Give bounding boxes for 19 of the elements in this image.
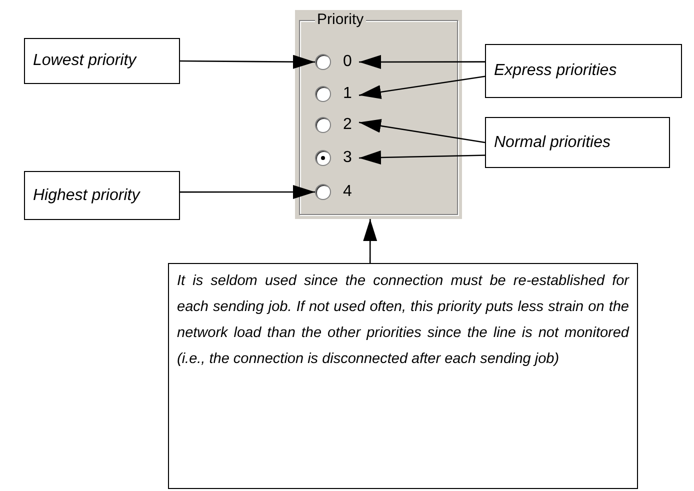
arrow [363, 219, 378, 263]
group-title: Priority [315, 11, 366, 28]
option-label: 0 [343, 53, 352, 71]
arrow [359, 54, 485, 69]
option-label: 1 [343, 85, 352, 103]
option-label: 2 [343, 116, 352, 134]
arrow [180, 54, 315, 69]
callout: Normal priorities [485, 117, 670, 168]
callout: It is seldom used since the connection must be re-established for each sending job. If not used often, this priority puts less strain on the network load than the other priorities since the line is not monitored (i.e., the connection is disconnected after each sending job) [168, 263, 638, 489]
arrow [180, 185, 315, 199]
arrow [358, 118, 486, 144]
arrow [358, 150, 486, 165]
option-label: 3 [343, 149, 352, 167]
settings-panel [295, 10, 462, 219]
option-label: 4 [343, 183, 352, 201]
callout: Express priorities [485, 44, 682, 98]
callout: Highest priority [24, 171, 180, 220]
callout: Lowest priority [24, 38, 180, 84]
arrow [358, 76, 486, 99]
